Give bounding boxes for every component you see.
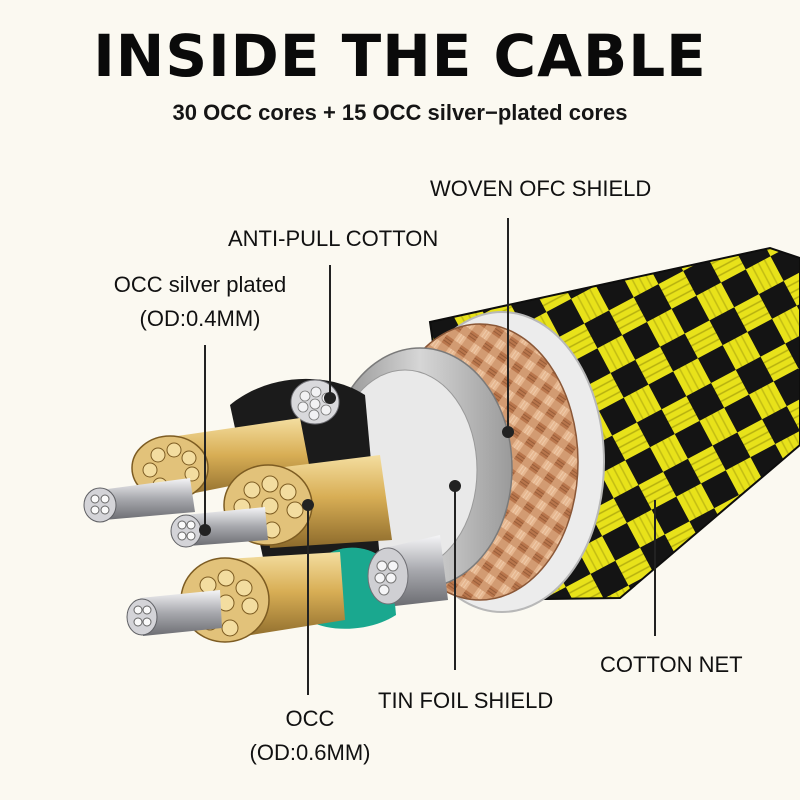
page-title: INSIDE THE CABLE (93, 22, 707, 90)
leader-lines (199, 218, 656, 695)
label-occ: OCC (285, 706, 335, 731)
silver-strand-bundle-inner (367, 535, 448, 606)
label-occ-od: (OD:0.6MM) (249, 740, 371, 765)
label-occ-silver-plated: OCC silver plated (113, 272, 287, 297)
occ-silver-conductor-left (83, 478, 195, 523)
label-woven-ofc-shield: WOVEN OFC SHIELD (430, 176, 652, 201)
anti-pull-cotton-bundle (290, 379, 340, 425)
label-cotton-net: COTTON NET (600, 652, 743, 677)
label-tin-foil-shield: TIN FOIL SHIELD (378, 688, 554, 713)
page-subtitle: 30 OCC cores + 15 OCC silver−plated core… (172, 100, 628, 125)
label-anti-pull-cotton: ANTI-PULL COTTON (228, 226, 439, 251)
occ-silver-conductor-middle (170, 507, 268, 548)
label-occ-silver-od: (OD:0.4MM) (139, 306, 261, 331)
occ-silver-conductor-bottom (126, 590, 222, 636)
